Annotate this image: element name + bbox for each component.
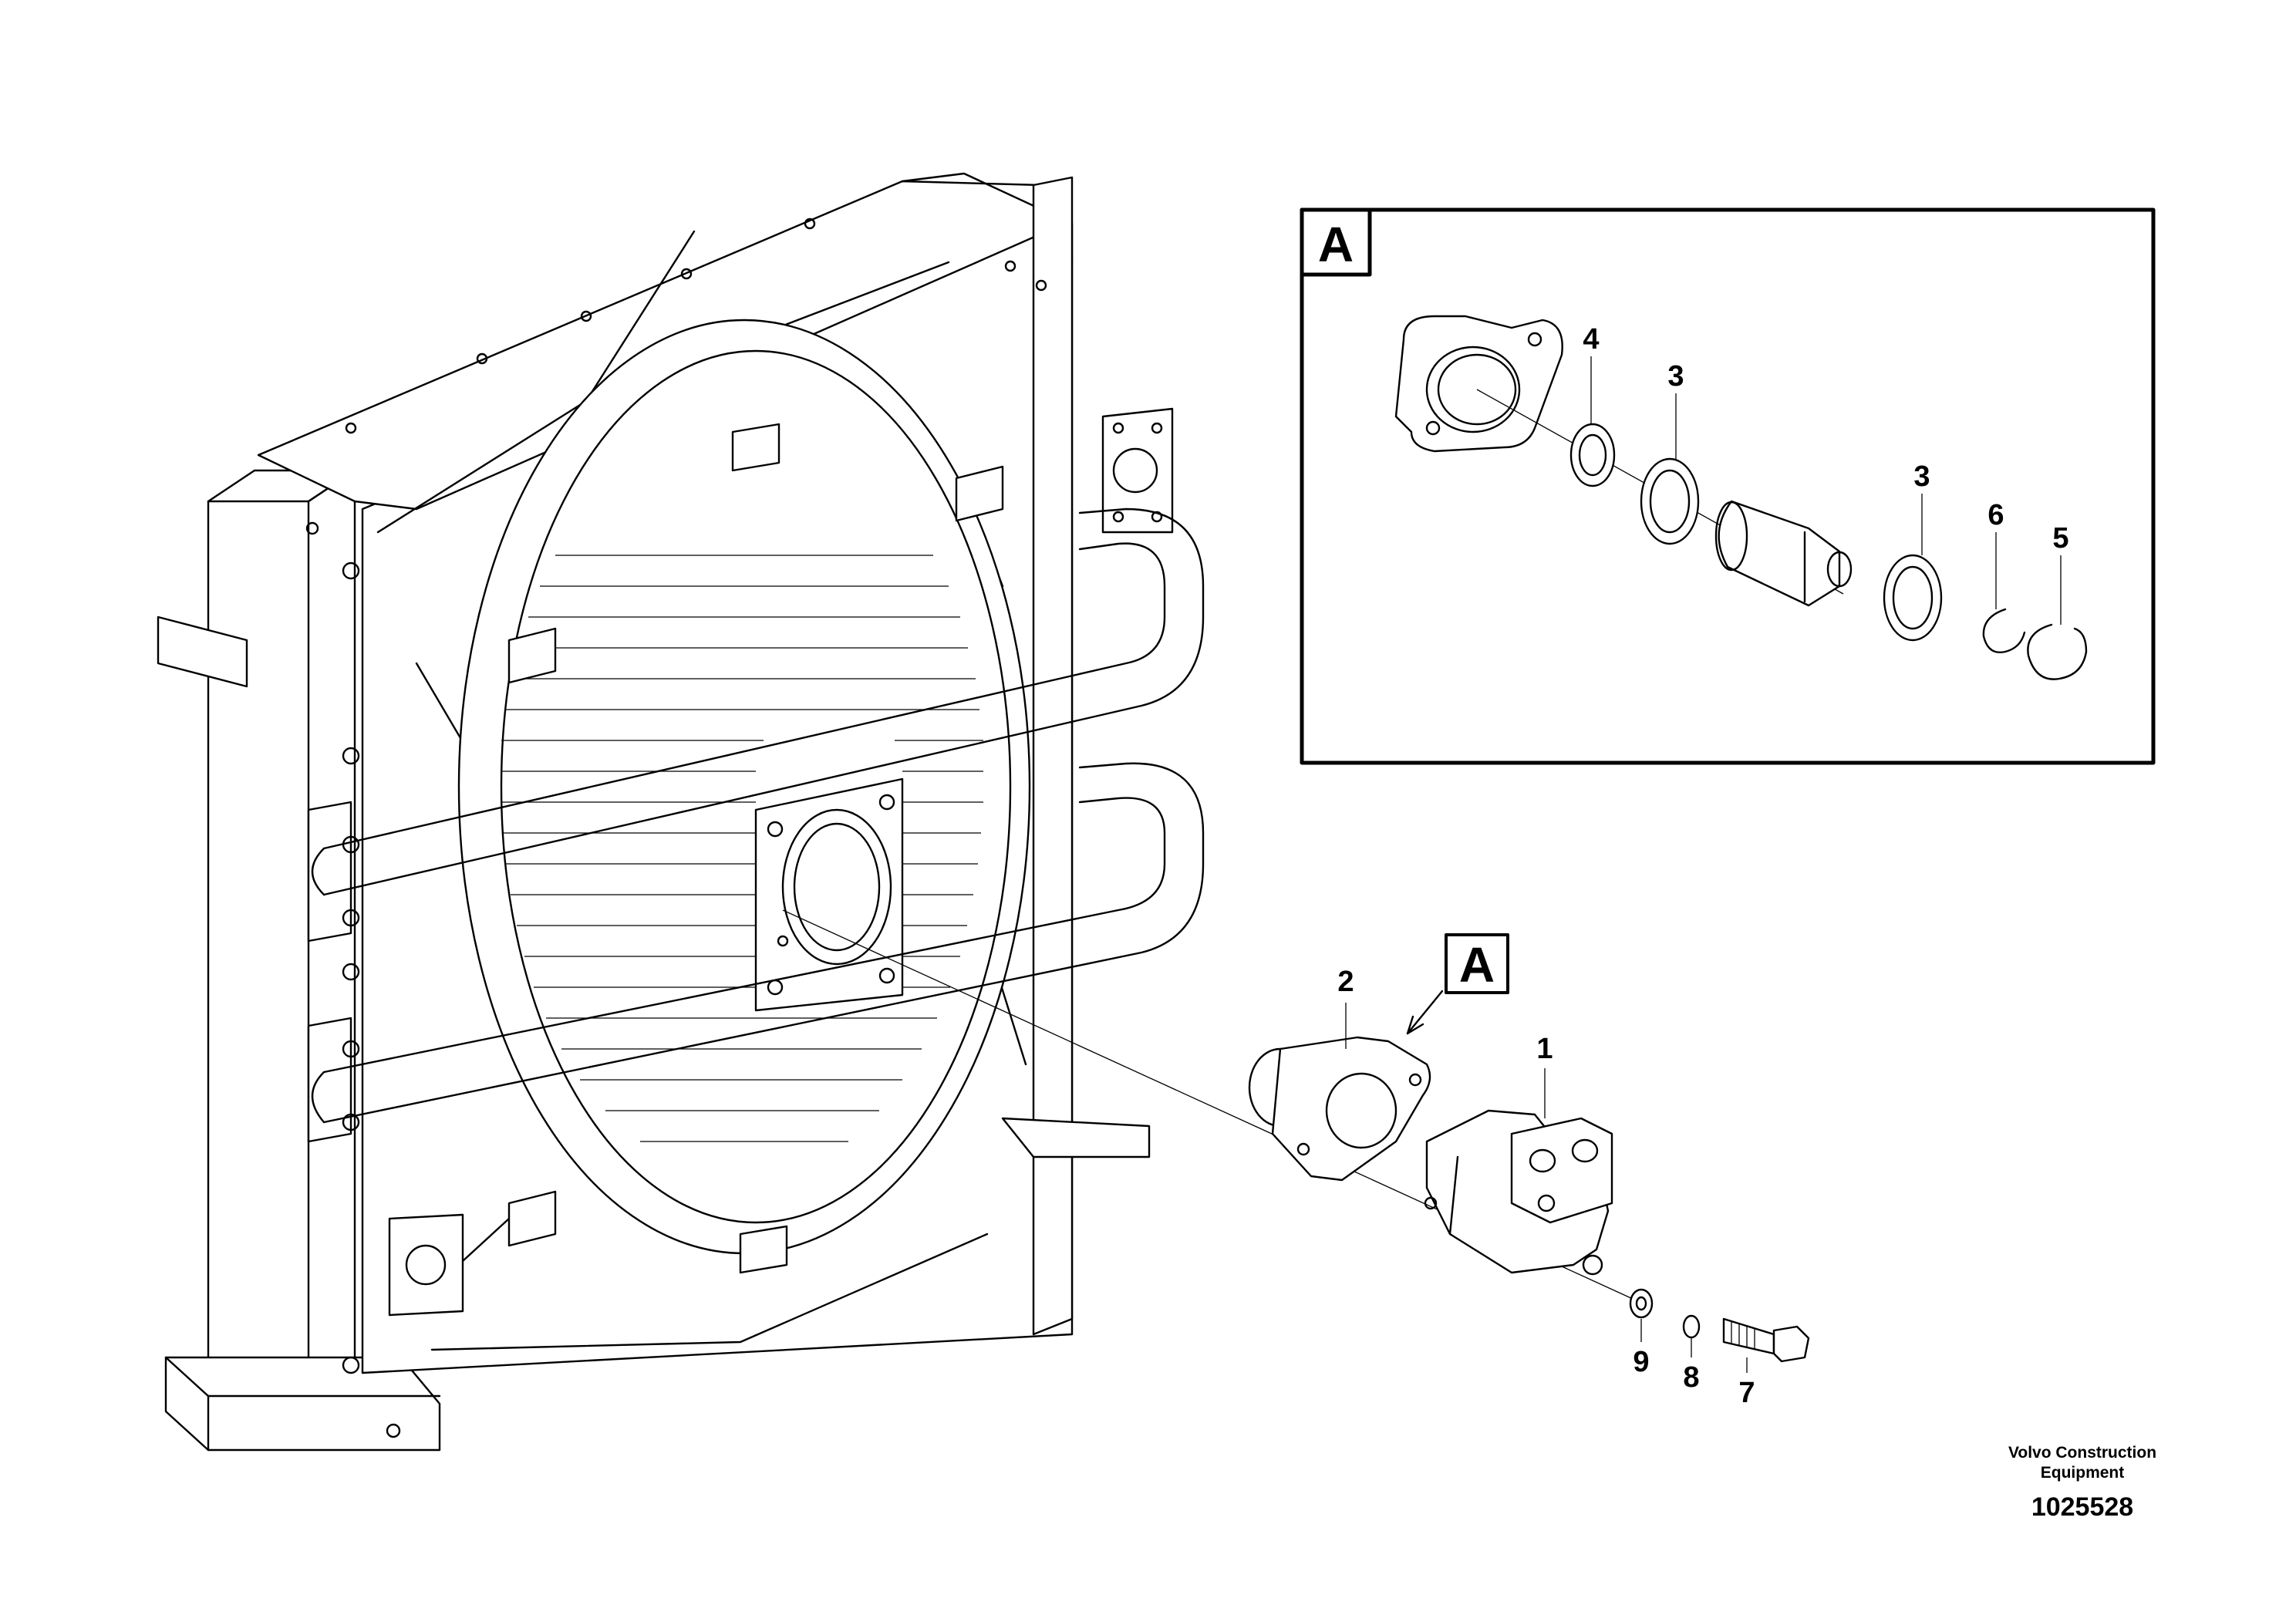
callout-8: 8 <box>1683 1361 1699 1394</box>
callout-2: 2 <box>1337 966 1354 998</box>
fan-grille <box>501 555 983 1142</box>
ref-box-a <box>1445 933 1509 994</box>
exploded-motor-parts: A 2 1 9 <box>782 909 1810 1409</box>
detail-circlip-6 <box>1982 608 2026 653</box>
detail-letter-a: A <box>1318 217 1354 272</box>
washer-9 <box>1629 1288 1654 1319</box>
radiator-assembly <box>157 172 1205 1452</box>
bearing-housing-2 <box>1248 1036 1431 1182</box>
spring-washer-8 <box>1682 1314 1701 1339</box>
callout-1: 1 <box>1536 1033 1553 1065</box>
detail-circlip-5 <box>2027 623 2088 680</box>
callout-3-lower: 3 <box>1913 460 1930 493</box>
footer: Volvo Construction Equipment 1025528 <box>2008 1444 2156 1522</box>
ref-letter-a: A <box>1459 937 1495 993</box>
detail-shaft <box>1714 500 1853 607</box>
callout-5: 5 <box>2052 522 2068 555</box>
callout-7: 7 <box>1738 1377 1755 1409</box>
detail-seal-4 <box>1569 423 1616 487</box>
brand-line-2: Equipment <box>2041 1464 2125 1482</box>
detail-view-a: A <box>1300 207 2156 765</box>
bolt-7 <box>1722 1317 1810 1363</box>
hydraulic-motor-1 <box>1424 1109 1613 1276</box>
brand-line-1: Volvo Construction <box>2008 1444 2156 1462</box>
guard-tubes <box>311 508 1205 1124</box>
callout-4: 4 <box>1583 323 1599 356</box>
callout-9: 9 <box>1633 1346 1649 1378</box>
callout-3-upper: 3 <box>1667 360 1684 393</box>
callout-6: 6 <box>1988 499 2004 531</box>
detail-housing <box>1394 315 1563 453</box>
drawing-code: 1025528 <box>2031 1492 2133 1522</box>
